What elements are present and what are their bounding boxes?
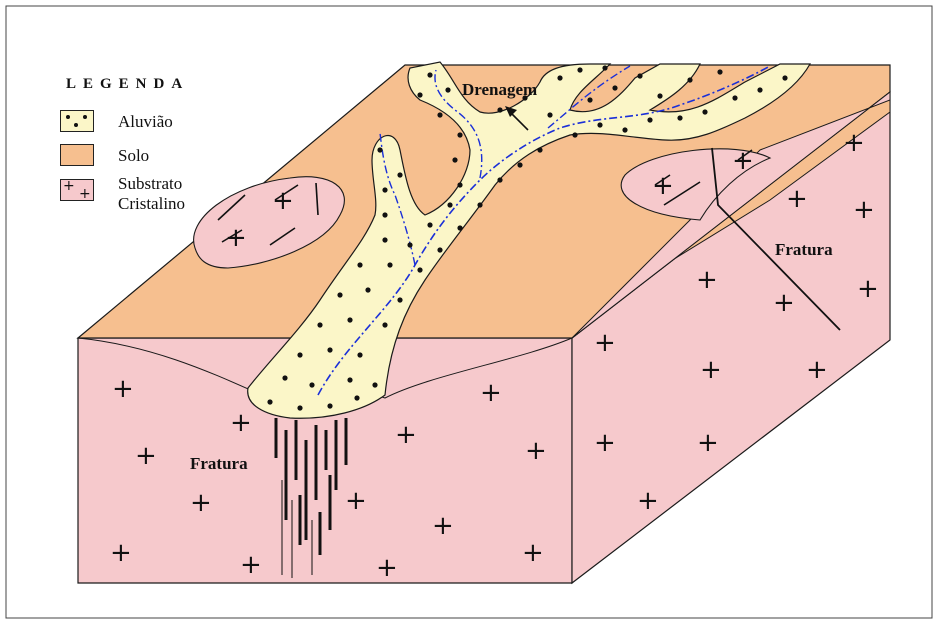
legend-title: LEGENDA — [66, 76, 189, 93]
solo-swatch — [60, 144, 94, 166]
legend-label-substrato: Substrato Cristalino — [118, 174, 185, 214]
aluviao-swatch — [60, 110, 94, 132]
legend-label-substrato-line2: Cristalino — [118, 194, 185, 214]
label-drenagem: Drenagem — [462, 80, 537, 100]
plus-icon: + — [63, 178, 75, 194]
legend-item-substrato: + + — [60, 178, 94, 202]
legend-label-aluviao: Aluvião — [118, 112, 173, 132]
substrato-swatch: + + — [60, 179, 94, 201]
label-fratura-left: Fratura — [190, 454, 248, 474]
legend-label-solo: Solo — [118, 146, 149, 166]
legend-item-solo — [60, 143, 94, 167]
label-fratura-right: Fratura — [775, 240, 833, 260]
legend-label-substrato-line1: Substrato — [118, 174, 185, 194]
legend-item-aluviao — [60, 109, 94, 133]
plus-icon: + — [79, 186, 91, 202]
